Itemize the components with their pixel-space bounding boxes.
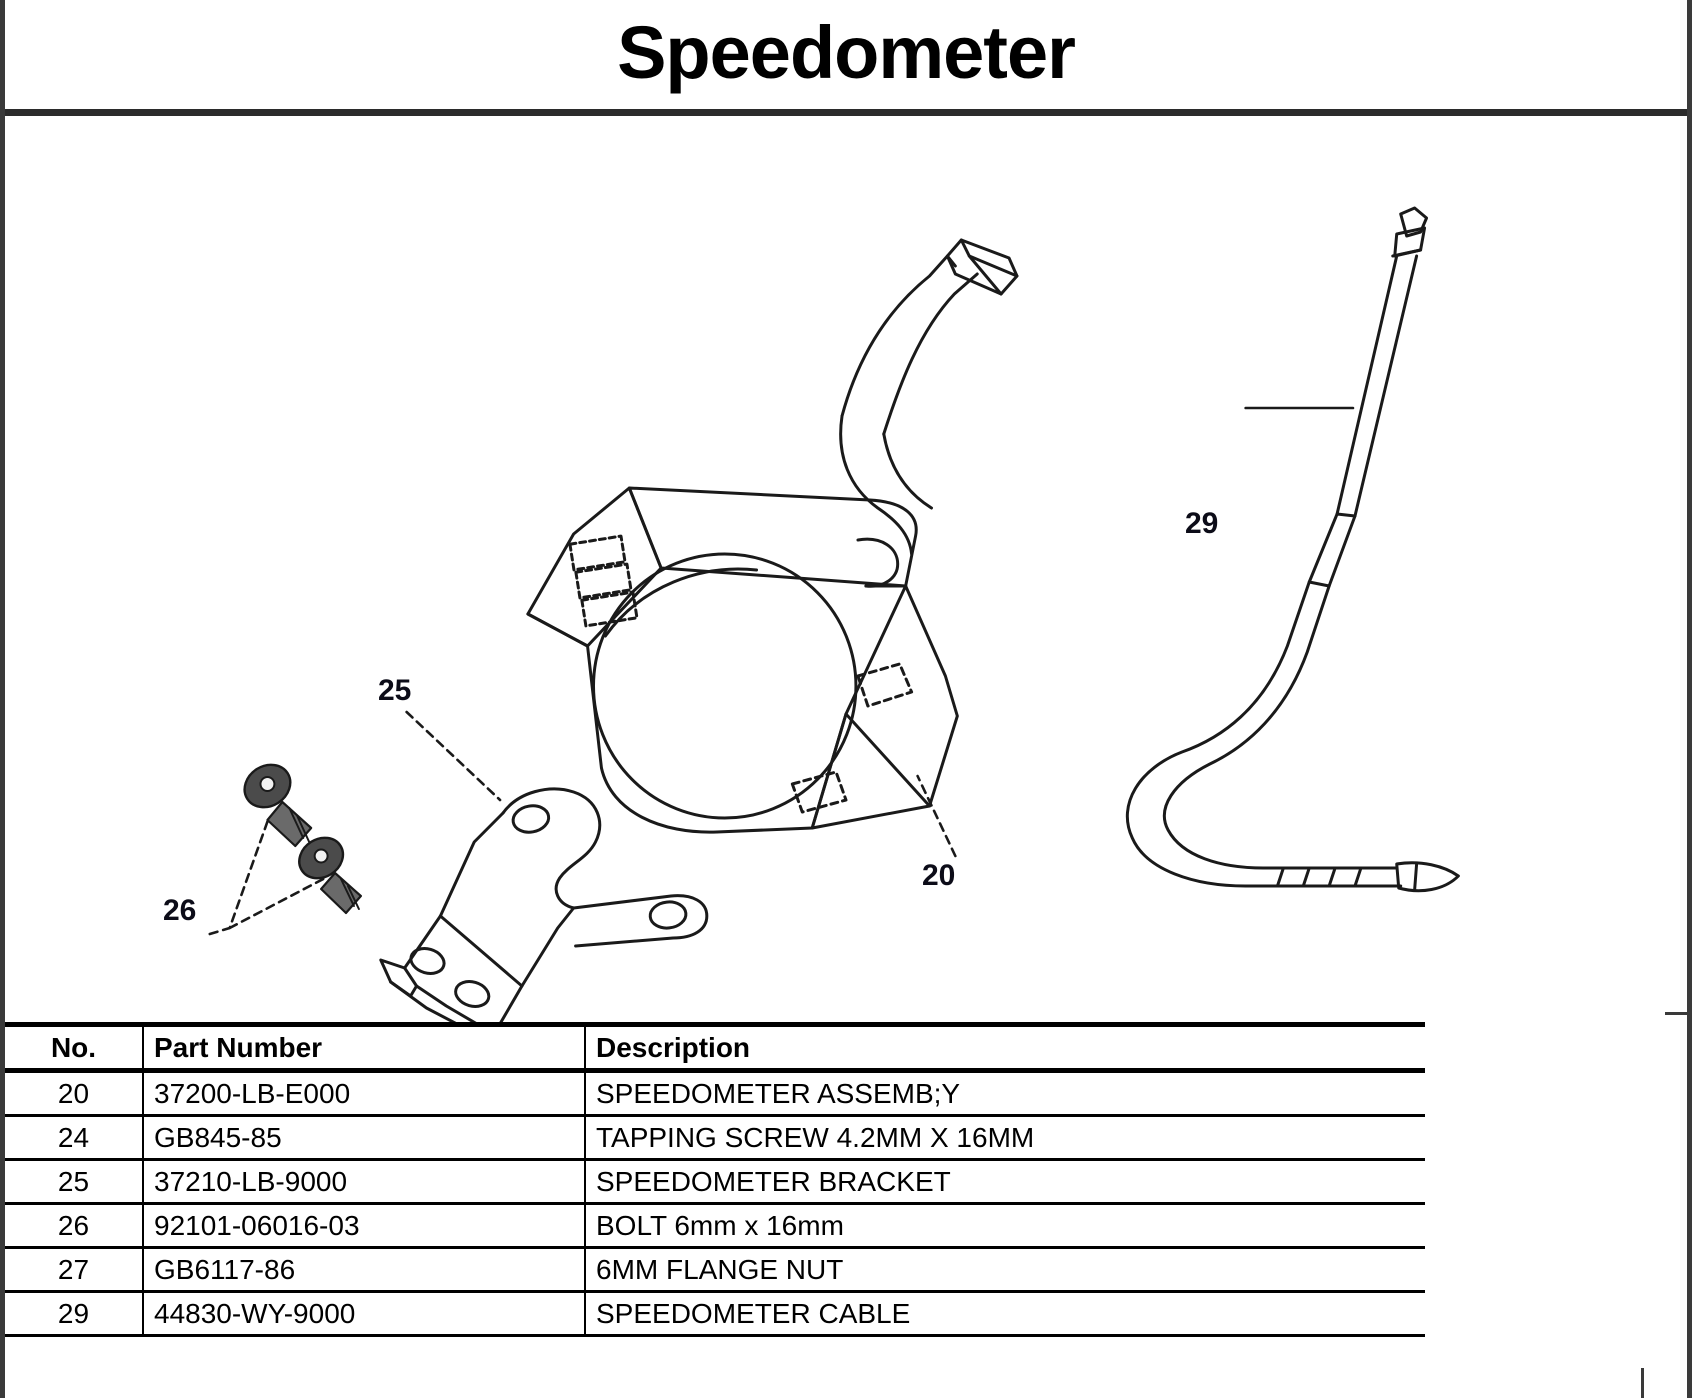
table-row: 29 44830-WY-9000 SPEEDOMETER CABLE [5, 1291, 1425, 1337]
cell-part-number: 44830-WY-9000 [142, 1291, 586, 1337]
table-row: 26 92101-06016-03 BOLT 6mm x 16mm [5, 1203, 1425, 1249]
cell-description: SPEEDOMETER ASSEMB;Y [584, 1070, 1425, 1117]
cell-description: SPEEDOMETER BRACKET [584, 1159, 1425, 1205]
cell-part-number: 37210-LB-9000 [142, 1159, 586, 1205]
parts-table-header: No. Part Number Description [5, 1022, 1425, 1073]
page-edge-artifact-top [1665, 1012, 1687, 1015]
cell-part-number: 37200-LB-E000 [142, 1070, 586, 1117]
cell-description: BOLT 6mm x 16mm [584, 1203, 1425, 1249]
bolt-upper [243, 763, 313, 848]
table-row: 24 GB845-85 TAPPING SCREW 4.2MM X 16MM [5, 1115, 1425, 1161]
exploded-diagram: 25 26 20 29 [5, 116, 1687, 1022]
callout-29: 29 [1185, 507, 1219, 540]
cell-no: 29 [5, 1291, 144, 1337]
callout-25: 25 [378, 674, 412, 707]
cell-description: TAPPING SCREW 4.2MM X 16MM [584, 1115, 1425, 1161]
callout-26: 26 [163, 894, 197, 927]
wiring-harness [840, 238, 1019, 436]
table-row: 27 GB6117-86 6MM FLANGE NUT [5, 1247, 1425, 1293]
parts-table-container: No. Part Number Description 20 37200-LB-… [5, 1022, 1687, 1337]
bolt-lower [298, 836, 362, 915]
speedometer-cable [1125, 206, 1460, 893]
cell-description: 6MM FLANGE NUT [584, 1247, 1425, 1293]
column-header-part-number: Part Number [142, 1022, 586, 1073]
page-title-band: Speedometer [5, 0, 1687, 116]
cell-no: 24 [5, 1115, 144, 1161]
column-header-no: No. [5, 1022, 144, 1073]
cell-no: 25 [5, 1159, 144, 1205]
callout-20: 20 [922, 859, 956, 892]
bracket-linework [379, 787, 709, 1022]
parts-table-body: 20 37200-LB-E000 SPEEDOMETER ASSEMB;Y 24… [5, 1070, 1425, 1337]
column-header-description: Description [584, 1022, 1425, 1073]
cell-part-number: 92101-06016-03 [142, 1203, 586, 1249]
table-header-row: No. Part Number Description [5, 1022, 1425, 1073]
cell-part-number: GB6117-86 [142, 1247, 586, 1293]
cell-no: 20 [5, 1070, 144, 1117]
page-title: Speedometer [617, 10, 1076, 94]
page-edge-artifact-bottom [1641, 1368, 1644, 1398]
cell-description: SPEEDOMETER CABLE [584, 1291, 1425, 1337]
cell-part-number: GB845-85 [142, 1115, 586, 1161]
parts-table: No. Part Number Description 20 37200-LB-… [5, 1022, 1425, 1337]
cell-no: 26 [5, 1203, 144, 1249]
table-row: 20 37200-LB-E000 SPEEDOMETER ASSEMB;Y [5, 1070, 1425, 1117]
table-row: 25 37210-LB-9000 SPEEDOMETER BRACKET [5, 1159, 1425, 1205]
cell-no: 27 [5, 1247, 144, 1293]
diagram-linework [208, 206, 1460, 1022]
